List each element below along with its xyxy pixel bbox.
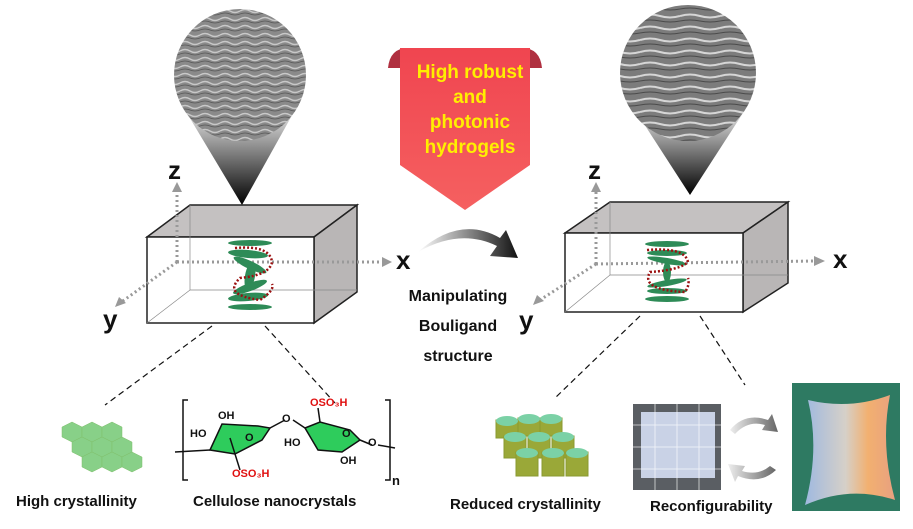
axis-label-x-right: x (833, 244, 848, 274)
sample-box-right (562, 200, 791, 314)
hydrogel-film-photo (633, 404, 721, 490)
banner-line: and (453, 87, 487, 108)
zoom-guides (104, 315, 746, 406)
hex-crystals-ordered (61, 421, 143, 473)
group-oso3h-top: OSO₃H (310, 397, 348, 409)
process-line: Manipulating (408, 288, 508, 305)
axes-left (119, 190, 383, 305)
axis-label-z-right: z (588, 155, 601, 185)
group-ho: HO (190, 428, 207, 440)
group-ho-2: HO (284, 437, 301, 449)
banner-line: High robust (416, 62, 524, 83)
caption-cellulose: Cellulose nanocrystals (193, 493, 357, 510)
terminal-oxygen: O (368, 437, 377, 449)
ring-oxygen-2: O (342, 428, 351, 440)
caption-reduced-crystallinity: Reduced crystallinity (450, 496, 601, 513)
hex-crystals-disordered (495, 414, 589, 477)
ring-oxygen: O (245, 432, 254, 444)
reconfigure-cycle-arrows (728, 414, 778, 482)
banner-line: hydrogels (424, 137, 516, 158)
axis-label-y-left: y (103, 304, 118, 334)
glycosidic-oxygen: O (282, 413, 291, 425)
banner-title: High robust and photonic hydrogels (400, 60, 540, 160)
transition-arrow (418, 229, 518, 258)
photonic-hydrogel-photo (792, 383, 900, 511)
axis-label-z-left: z (168, 155, 181, 185)
axis-label-y-right: y (519, 305, 534, 335)
sem-image-left (174, 9, 306, 205)
banner (388, 48, 542, 210)
process-line: Bouligand (418, 318, 498, 335)
group-oh: OH (218, 410, 235, 422)
cellulose-structure (174, 399, 396, 481)
sem-image-right (620, 5, 756, 195)
group-oso3h-bottom: OSO₃H (232, 468, 270, 480)
axis-label-x-left: x (396, 245, 411, 275)
group-oh-2: OH (340, 455, 357, 467)
caption-reconfigurability: Reconfigurability (650, 498, 773, 515)
bouligand-helix-right (645, 241, 690, 302)
process-label: Manipulating Bouligand structure (378, 282, 538, 372)
caption-high-crystallinity: High crystallinity (16, 493, 137, 510)
bouligand-helix-left (228, 240, 274, 310)
process-line: structure (423, 348, 493, 365)
axes-right (539, 190, 816, 302)
sample-box-left (144, 203, 360, 325)
banner-line: photonic (429, 112, 511, 133)
repeat-n: n (392, 473, 400, 488)
